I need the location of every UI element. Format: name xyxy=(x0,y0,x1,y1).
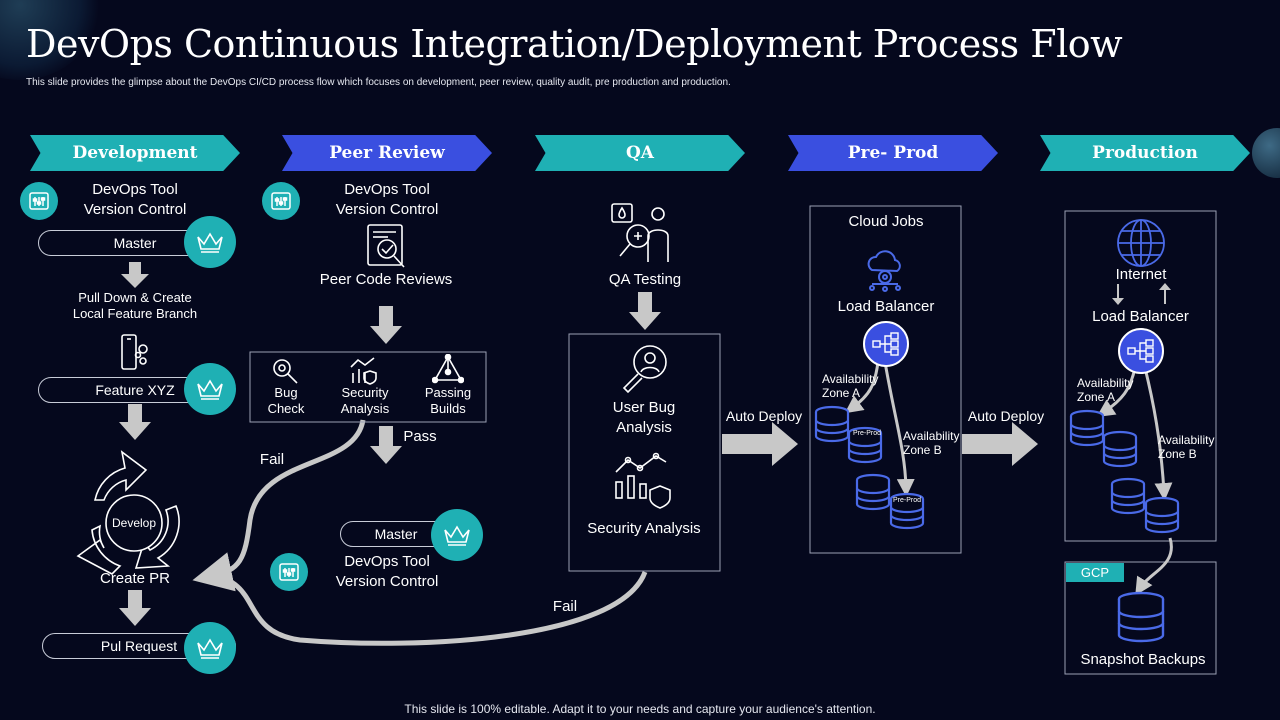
crown-icon xyxy=(184,216,236,268)
arrow-down-2 xyxy=(119,404,151,440)
arrow-down-peer xyxy=(370,306,402,344)
develop-label: Develop xyxy=(111,516,157,530)
pre-zone-a-label: Availability Zone A xyxy=(822,372,879,400)
peer-checks-box xyxy=(249,351,487,423)
auto-deploy-label-1: Auto Deploy xyxy=(725,408,803,424)
page-subtitle: This slide provides the glimpse about th… xyxy=(26,77,731,88)
auto-deploy-label-2: Auto Deploy xyxy=(967,408,1045,424)
stage-peer-review: Peer Review xyxy=(282,135,492,171)
fail-label-qa: Fail xyxy=(552,598,578,615)
database-icon xyxy=(814,405,850,443)
page-title: DevOps Continuous Integration/Deployment… xyxy=(26,22,1123,66)
fail-curve-peer xyxy=(192,419,366,592)
qa-person-icon xyxy=(608,200,674,271)
pre-prod-databases xyxy=(814,405,925,530)
db-tag-1: Pre-Prod xyxy=(852,430,881,437)
fail-label-peer: Fail xyxy=(259,451,285,468)
prod-zone-a-label: Availability Zone A xyxy=(1077,376,1134,404)
backup-box xyxy=(1064,561,1217,675)
load-balancer-icon xyxy=(863,321,909,367)
triangle-nodes-icon xyxy=(431,353,465,389)
prod-load-balancer-label: Load Balancer xyxy=(1092,308,1189,325)
database-icon xyxy=(855,473,891,511)
arrow-down-qa xyxy=(629,292,661,330)
prod-zone-b-label: Availability Zone B xyxy=(1158,433,1215,461)
globe-icon xyxy=(1116,218,1166,273)
cloud-gear-icon xyxy=(862,246,908,297)
settings-sliders-icon xyxy=(270,553,308,591)
internet-label: Internet xyxy=(1115,266,1167,283)
qa-testing-label: QA Testing xyxy=(608,271,682,288)
cloud-jobs-label: Cloud Jobs xyxy=(848,213,924,230)
arrow-auto-deploy-2 xyxy=(962,422,1038,466)
db-tag-2: Pre-Prod xyxy=(892,497,921,504)
pre-prod-box xyxy=(809,205,962,554)
database-icon xyxy=(1144,496,1180,534)
crown-icon xyxy=(184,622,236,674)
network-chart-icon xyxy=(348,355,380,390)
stage-pre-prod: Pre- Prod xyxy=(788,135,998,171)
stage-development: Development xyxy=(30,135,240,171)
create-pr-label: Create PR xyxy=(99,570,171,587)
load-balancer-icon xyxy=(1118,328,1164,374)
database-icon xyxy=(889,492,925,530)
bug-analysis-label: User Bug Analysis xyxy=(612,399,676,436)
pre-load-balancer-label: Load Balancer xyxy=(837,298,935,315)
stage-production: Production xyxy=(1040,135,1250,171)
database-icon xyxy=(1102,430,1138,468)
peer-tool2-label: DevOps Tool Version Control xyxy=(335,553,439,590)
database-icon xyxy=(847,426,883,464)
qa-box xyxy=(568,333,721,572)
stage-qa: QA xyxy=(535,135,745,171)
settings-sliders-icon xyxy=(20,182,58,220)
check-builds: Passing Builds xyxy=(424,385,472,416)
arrow-down-pass xyxy=(370,426,402,464)
crown-icon xyxy=(431,509,483,561)
check-security: Security Analysis xyxy=(340,385,390,416)
production-databases xyxy=(1069,409,1180,534)
security-chart-icon xyxy=(612,452,672,515)
code-reviews-label: Peer Code Reviews xyxy=(319,271,453,288)
database-icon xyxy=(1069,409,1105,447)
check-bug: Bug Check xyxy=(267,385,305,416)
pull-down-label: Pull Down & Create Local Feature Branch xyxy=(72,290,198,321)
snapshot-label: Snapshot Backups xyxy=(1080,651,1206,668)
peer-tool-label: DevOps Tool Version Control xyxy=(335,181,439,218)
gear-phone-icon xyxy=(118,333,152,378)
settings-sliders-icon xyxy=(262,182,300,220)
pre-zone-b-label: Availability Zone B xyxy=(903,429,960,457)
pass-label: Pass xyxy=(403,428,437,445)
dev-tool-label: DevOps Tool Version Control xyxy=(83,181,187,218)
crown-icon xyxy=(184,363,236,415)
gcp-badge: GCP xyxy=(1066,563,1124,582)
security-analysis-label: Security Analysis xyxy=(587,520,701,537)
arrow-down-3 xyxy=(119,590,151,626)
magnifier-icon xyxy=(270,356,300,391)
develop-cycle xyxy=(76,450,180,575)
code-review-icon xyxy=(364,223,412,276)
production-box xyxy=(1064,210,1217,542)
footer-note: This slide is 100% editable. Adapt it to… xyxy=(404,702,876,716)
database-icon xyxy=(1117,591,1165,643)
arrow-auto-deploy-1 xyxy=(722,422,798,466)
database-icon xyxy=(1110,477,1146,515)
user-search-icon xyxy=(620,342,672,399)
fail-curve-qa xyxy=(211,571,648,646)
arrow-down-1 xyxy=(121,262,149,288)
